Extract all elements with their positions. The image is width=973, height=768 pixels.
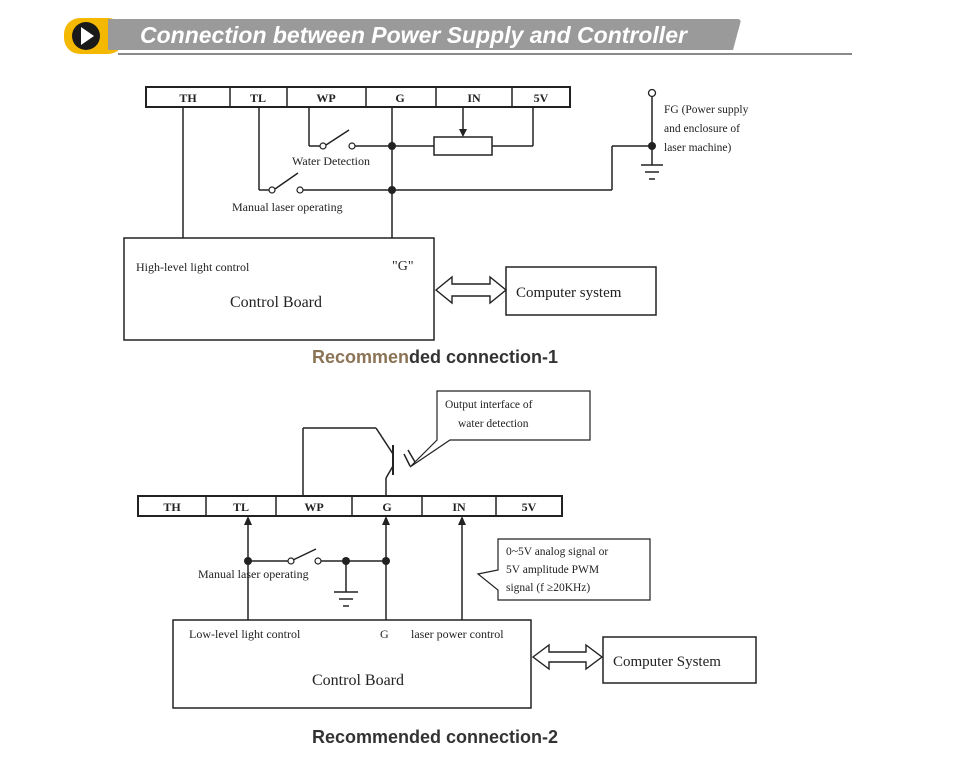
control-board-name-1: Control Board — [230, 294, 322, 311]
fg-note-line-1: FG (Power supply — [664, 104, 749, 116]
terminal-label-wp-1: WP — [316, 91, 335, 105]
output-interface-callout — [409, 390, 591, 468]
diagram-2-labels: Output interface of water detection TH T… — [163, 399, 721, 689]
control-board-1 — [123, 237, 435, 341]
header-title-bar — [108, 19, 741, 50]
caption-1: Recommended connection-1 — [312, 347, 558, 367]
computer-system-label-2: Computer System — [613, 654, 721, 670]
manual-switch-2 — [292, 548, 317, 561]
output-note-line-2: water detection — [458, 418, 529, 430]
terminal-label-wp-2: WP — [304, 500, 323, 514]
manual-switch-1 — [274, 172, 299, 190]
fg-note-line-3: laser machine) — [664, 142, 732, 154]
signal-note-line-2: 5V amplitude PWM — [506, 564, 599, 576]
terminal-label-th-2: TH — [163, 500, 181, 514]
terminal-label-g-2: G — [382, 500, 391, 514]
ground-icon-2 — [334, 591, 358, 607]
water-switch-1 — [325, 129, 350, 146]
caption-1-part-2: ded connection-1 — [409, 347, 558, 367]
terminal-label-5v-2: 5V — [522, 500, 537, 514]
control-board-2 — [172, 619, 532, 709]
caption-2: Recommended connection-2 — [312, 727, 558, 747]
manual-laser-label-2: Manual laser operating — [198, 567, 309, 581]
board-g-label-1: "G" — [392, 259, 414, 274]
signal-note-line-1: 0~5V analog signal or — [506, 546, 608, 558]
computer-system-box-1 — [505, 266, 657, 316]
terminal-label-5v-1: 5V — [534, 91, 549, 105]
caption-1-part-1: Recommen — [312, 347, 409, 367]
header: Connection between Power Supply and Cont… — [64, 18, 852, 55]
terminal-label-tl-2: TL — [233, 500, 249, 514]
terminal-strip-1 — [145, 86, 571, 108]
terminal-label-th-1: TH — [179, 91, 197, 105]
play-icon — [72, 22, 100, 50]
terminal-label-in-1: IN — [467, 91, 481, 105]
output-note-line-1: Output interface of — [445, 399, 533, 411]
water-detection-label: Water Detection — [292, 154, 370, 168]
diagram-2 — [137, 390, 757, 709]
laser-power-control-label: laser power control — [411, 627, 504, 641]
fg-note-line-2: and enclosure of — [664, 123, 740, 135]
signal-callout — [476, 538, 651, 601]
potentiometer-1 — [433, 136, 493, 156]
diagram-1 — [123, 86, 663, 341]
terminal-label-g-1: G — [395, 91, 404, 105]
computer-system-label-1: Computer system — [516, 285, 622, 301]
terminal-label-tl-1: TL — [250, 91, 266, 105]
high-level-light-control-label: High-level light control — [136, 260, 250, 274]
terminal-strip-2 — [137, 495, 563, 517]
board-g-label-2: G — [380, 627, 389, 641]
control-board-name-2: Control Board — [312, 672, 404, 689]
terminal-label-in-2: IN — [452, 500, 466, 514]
computer-system-box-2 — [602, 636, 757, 684]
manual-laser-label-1: Manual laser operating — [232, 200, 343, 214]
ground-icon — [641, 164, 663, 180]
low-level-light-control-label: Low-level light control — [189, 627, 301, 641]
page-title: Connection between Power Supply and Cont… — [140, 22, 688, 48]
diagram-1-labels: TH TL WP G IN 5V Water Detection Manual … — [136, 91, 749, 311]
bidirectional-arrow-1 — [434, 275, 508, 305]
signal-note-line-3: signal (f ≥20KHz) — [506, 582, 590, 594]
bidirectional-arrow-2 — [531, 643, 604, 671]
